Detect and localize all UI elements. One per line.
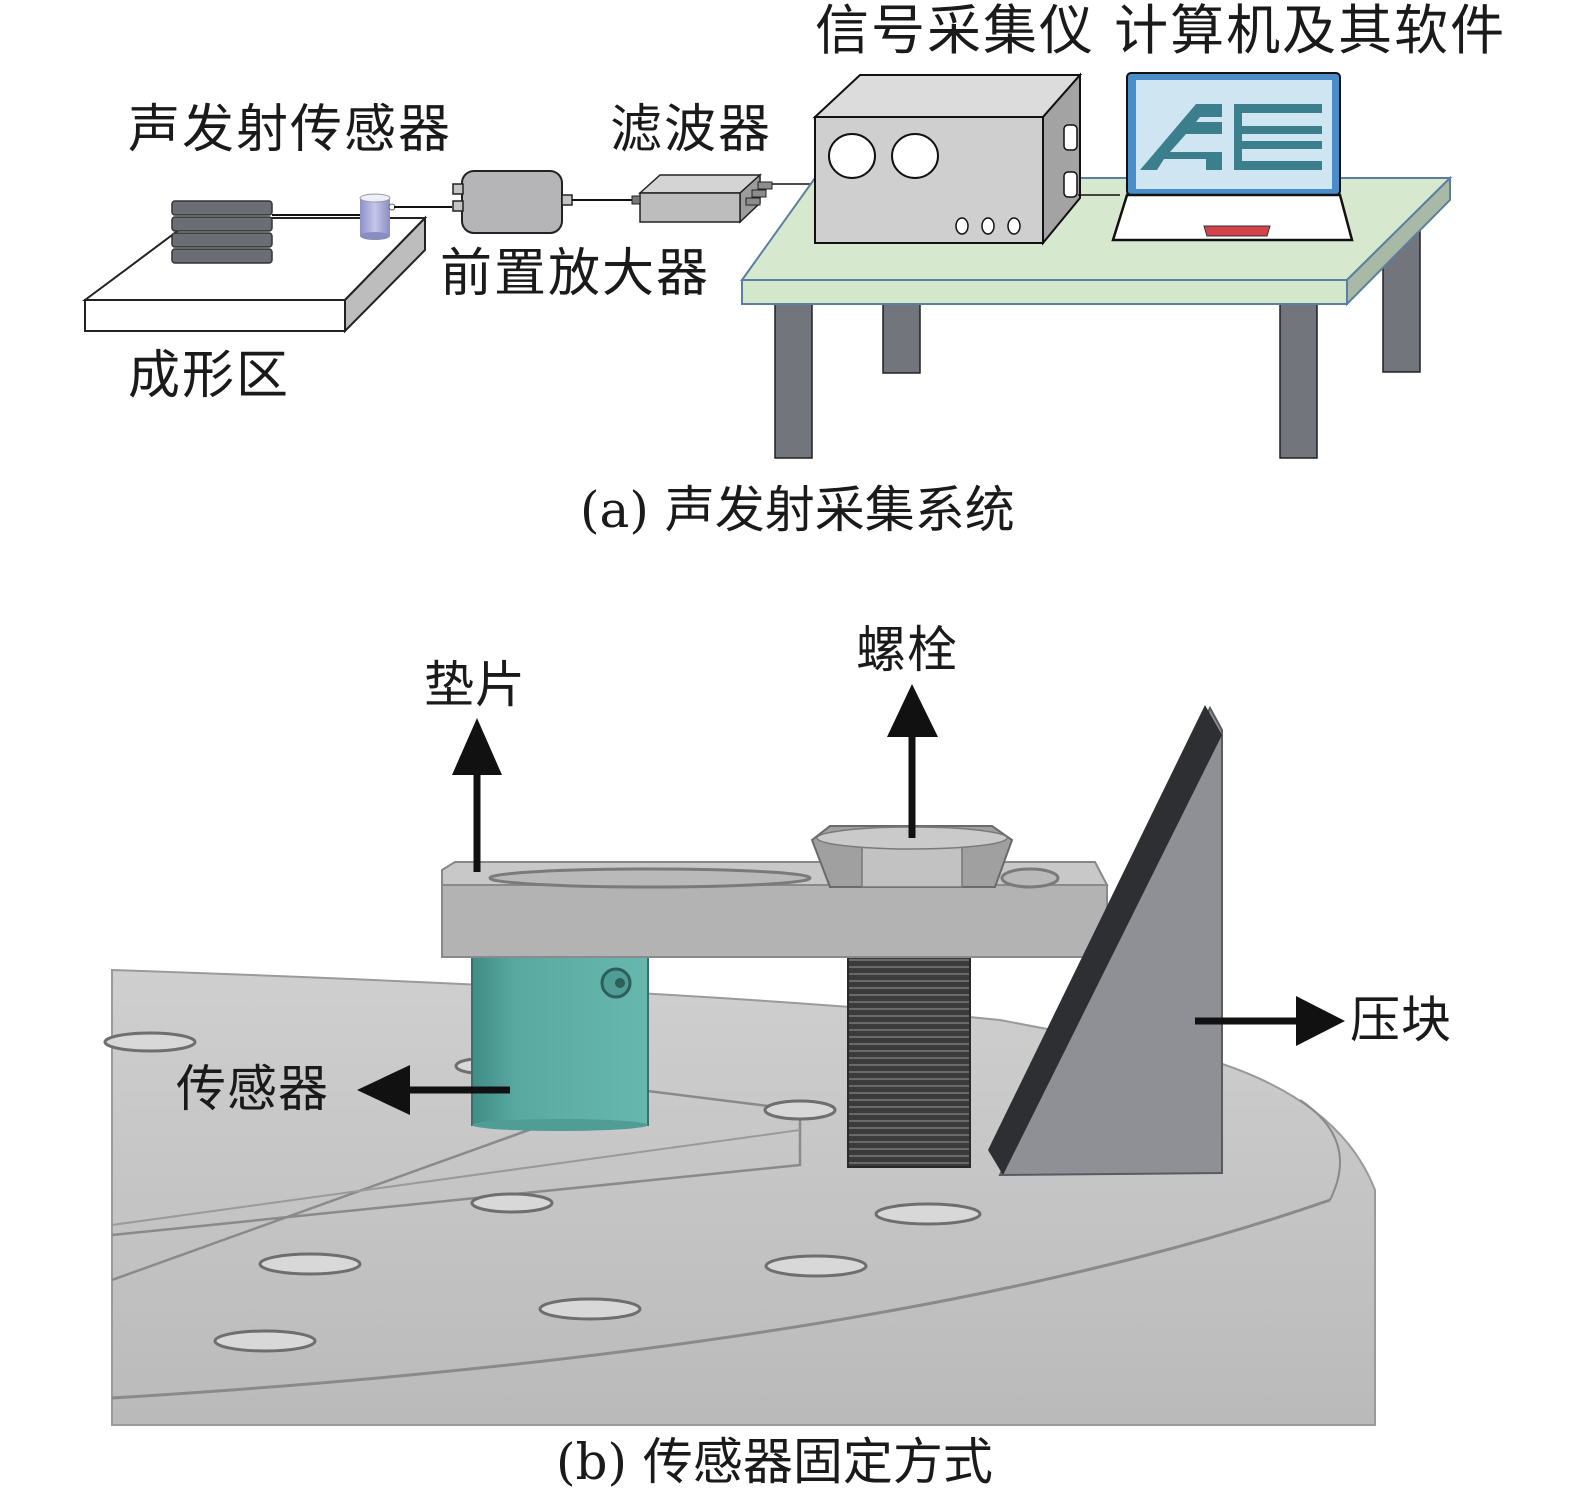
panel-a-diagram: AE <box>81 72 1453 459</box>
label-signal-acquisition-and-computer: 信号采集仪 计算机及其软件 <box>815 0 1507 62</box>
laptop: AE <box>1111 72 1354 242</box>
label-bolt: 螺栓 <box>856 621 958 679</box>
panel-b-diagram <box>103 684 1376 1426</box>
label-forming-area: 成形区 <box>128 346 291 406</box>
label-preamplifier: 前置放大器 <box>440 244 711 304</box>
pressing-block-arrow-icon <box>1195 996 1345 1046</box>
deposited-layers <box>171 200 273 264</box>
sensor-arrow-icon <box>357 1065 510 1115</box>
pressing-block <box>988 705 1223 1177</box>
washer-arrow-icon <box>452 718 502 872</box>
bolt-arrow-icon <box>887 684 938 838</box>
label-ae-sensor: 声发射传感器 <box>128 100 453 160</box>
label-pressing-block: 压块 <box>1350 991 1452 1049</box>
label-washer: 垫片 <box>424 656 526 714</box>
caption-panel-a: (a) 声发射采集系统 <box>580 481 1015 539</box>
hex-nut <box>810 825 1014 888</box>
ae-logo-icon <box>1140 104 1322 170</box>
filter-box <box>631 173 773 224</box>
clamp-bar <box>441 861 1109 958</box>
sensor-cylinder <box>471 954 649 1131</box>
screen-logo-text: AE <box>1280 149 1282 151</box>
ae-sensor-cylinder <box>359 193 396 240</box>
bolt-thread <box>847 954 971 1168</box>
signal-acquisition-instrument <box>812 72 1083 246</box>
label-filter: 滤波器 <box>610 100 773 160</box>
label-sensor: 传感器 <box>176 1060 329 1118</box>
caption-panel-b: (b) 传感器固定方式 <box>556 1433 993 1491</box>
preamplifier-box <box>452 170 573 234</box>
